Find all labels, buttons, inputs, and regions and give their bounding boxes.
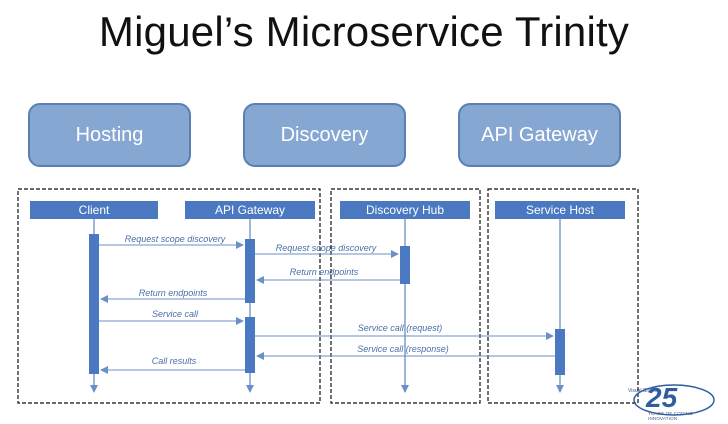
activation-client [89, 234, 99, 374]
logo-number: 25 [646, 382, 678, 413]
lane-header-client [30, 201, 158, 219]
activation-api-gateway-1 [245, 239, 255, 303]
message-label-4: Return endpoints [139, 288, 208, 298]
message-label-1: Request scope discovery [125, 234, 226, 244]
message-label-3: Return endpoints [290, 267, 359, 277]
logo-swoosh-icon [633, 384, 715, 416]
discovery-group-box [330, 188, 481, 404]
slide-title: Miguel’s Microservice Trinity [98, 8, 630, 55]
lane-label-discovery-hub: Discovery Hub [366, 203, 444, 217]
message-label-6: Service call (request) [358, 323, 443, 333]
service-group-box [487, 188, 639, 404]
lane-header-service-host [495, 201, 625, 219]
lane-label-api-gateway: API Gateway [215, 203, 285, 217]
visual-studio-25-logo: Visual Studio 25 YEARS OF CODING INNOVAT… [626, 382, 718, 421]
pillar-discovery: Discovery [243, 103, 406, 167]
lane-label-service-host: Service Host [526, 203, 595, 217]
message-label-7: Service call (response) [357, 344, 449, 354]
activation-discovery-hub [400, 246, 410, 284]
hosting-group-box [17, 188, 321, 404]
logo-small-text: Visual Studio [628, 388, 658, 394]
logo-tagline: YEARS OF CODING INNOVATION [648, 411, 694, 421]
activation-api-gateway-2 [245, 317, 255, 373]
lane-label-client: Client [79, 203, 110, 217]
pillar-hosting: Hosting [28, 103, 191, 167]
message-label-8: Call results [152, 356, 197, 366]
pillar-api-gateway: API Gateway [458, 103, 621, 167]
message-label-5: Service call [152, 309, 199, 319]
lane-header-api-gateway [185, 201, 315, 219]
message-label-2: Request scope discovery [276, 243, 377, 253]
lane-header-discovery-hub [340, 201, 470, 219]
activation-service-host [555, 329, 565, 375]
